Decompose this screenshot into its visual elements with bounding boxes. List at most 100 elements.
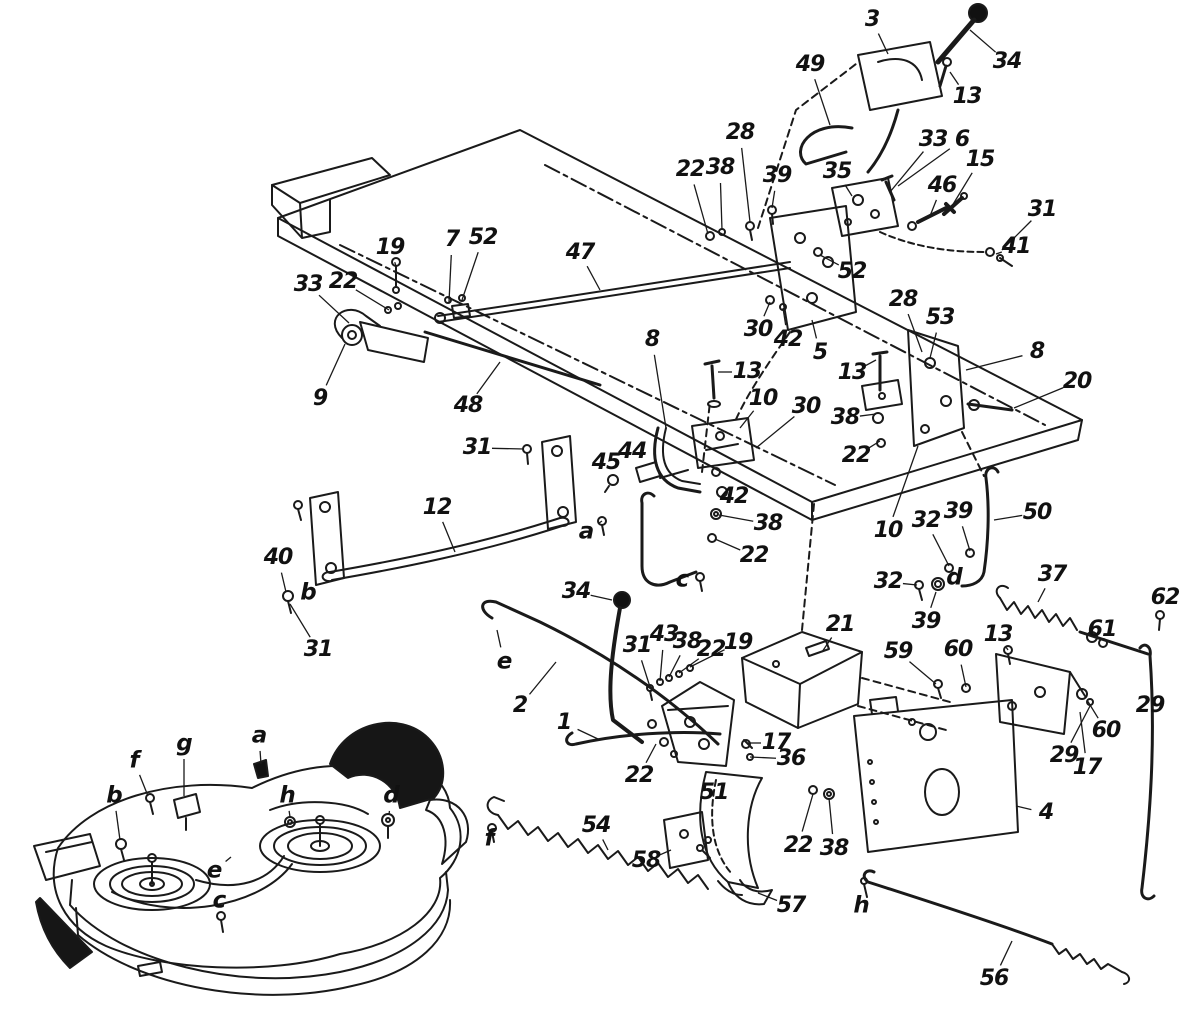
part-label-59: 59 [883,639,914,664]
part-label-e: e [496,648,513,675]
part-label-d: d [946,564,963,591]
rod-56-group [860,869,1130,985]
part-label-38: 38 [830,405,861,430]
part-label-b: b [300,579,317,606]
part-label-30: 30 [743,317,774,342]
part-label-28: 28 [725,120,756,145]
part-label-15: 15 [965,147,996,172]
part-label-33: 33 [918,127,949,152]
part-label-6: 6 [954,127,970,152]
part-label-28: 28 [888,287,919,312]
part-label-62: 62 [1150,585,1181,610]
part-label-32: 32 [873,569,904,594]
part-label-22: 22 [696,637,727,662]
bracket-5-group [733,205,857,425]
part-label-f: f [129,747,139,774]
part-label-7: 7 [444,227,460,252]
part-label-12: 12 [422,495,453,520]
spring-54-group [486,796,743,896]
part-label-33: 33 [293,272,324,297]
part-label-19: 19 [723,630,754,655]
part-label-22: 22 [783,833,814,858]
bracket-59-group [933,645,1094,735]
part-label-52: 52 [837,259,868,284]
part-label-5: 5 [812,340,828,365]
deck-3d-group [33,721,469,996]
part-label-45: 45 [591,450,622,475]
part-label-60: 60 [943,637,974,662]
part-label-34: 34 [561,579,592,604]
part-label-39: 39 [762,163,793,188]
part-label-f: f [484,825,494,852]
part-label-1: 1 [556,710,572,735]
part-label-51: 51 [699,780,730,805]
part-label-56: 56 [979,966,1010,991]
part-label-40: 40 [263,545,294,570]
part-label-e: e [206,857,223,884]
part-label-60: 60 [1091,718,1122,743]
part-label-52: 52 [468,225,499,250]
part-label-43: 43 [649,622,680,647]
idler-9-group [333,302,602,387]
part-label-31: 31 [622,633,653,658]
part-label-13: 13 [837,360,868,385]
right-plate-group [861,329,1014,601]
part-label-29: 29 [1049,743,1080,768]
part-label-53: 53 [925,305,956,330]
hanger-brackets-group [282,435,607,614]
part-label-49: 49 [795,52,826,77]
part-label-48: 48 [453,393,484,418]
part-label-c: c [675,566,690,593]
part-label-38: 38 [672,629,703,654]
part-label-38: 38 [753,511,784,536]
part-label-22: 22 [624,763,655,788]
part-label-h: h [853,892,869,919]
part-label-39: 39 [943,499,974,524]
part-label-37: 37 [1037,562,1068,587]
part-label-22: 22 [328,269,359,294]
part-label-31: 31 [1027,197,1058,222]
part-label-21: 21 [825,612,856,637]
part-label-c: c [212,887,227,914]
part-label-32: 32 [911,508,942,533]
part-label-46: 46 [927,173,958,198]
part-label-9: 9 [312,386,328,411]
pivot-bracket-group [646,664,754,767]
part-label-54: 54 [581,813,612,838]
part-label-a: a [251,722,268,749]
part-label-57: 57 [776,893,807,918]
part-label-58: 58 [631,848,662,873]
spring-37-group [995,584,1165,656]
part-label-22: 22 [841,443,872,468]
part-label-22: 22 [675,157,706,182]
part-label-50: 50 [1022,500,1053,525]
part-label-39: 39 [911,609,942,634]
part-label-22: 22 [739,543,770,568]
rod-47-group [391,257,791,324]
center-hanger-group [604,359,755,592]
part-label-8: 8 [644,327,660,352]
part-label-41: 41 [1001,234,1032,259]
part-label-17: 17 [1072,755,1103,780]
part-label-2: 2 [512,693,528,718]
part-label-g: g [176,730,193,757]
lever-1-2-group [481,591,722,747]
part-label-17: 17 [761,730,792,755]
part-label-42: 42 [773,327,804,352]
part-label-13: 13 [983,622,1014,647]
part-label-10: 10 [748,386,779,411]
part-label-b: b [106,782,123,809]
part-label-h: h [279,782,295,809]
part-label-31: 31 [303,637,334,662]
part-label-30: 30 [791,394,822,419]
part-label-8: 8 [1029,339,1045,364]
rod-29-group [1138,643,1156,901]
box-21-group [741,503,951,731]
part-label-4: 4 [1038,800,1054,825]
part-label-61: 61 [1087,617,1118,642]
lift-lever-group [705,3,1013,267]
part-label-d: d [383,782,400,809]
